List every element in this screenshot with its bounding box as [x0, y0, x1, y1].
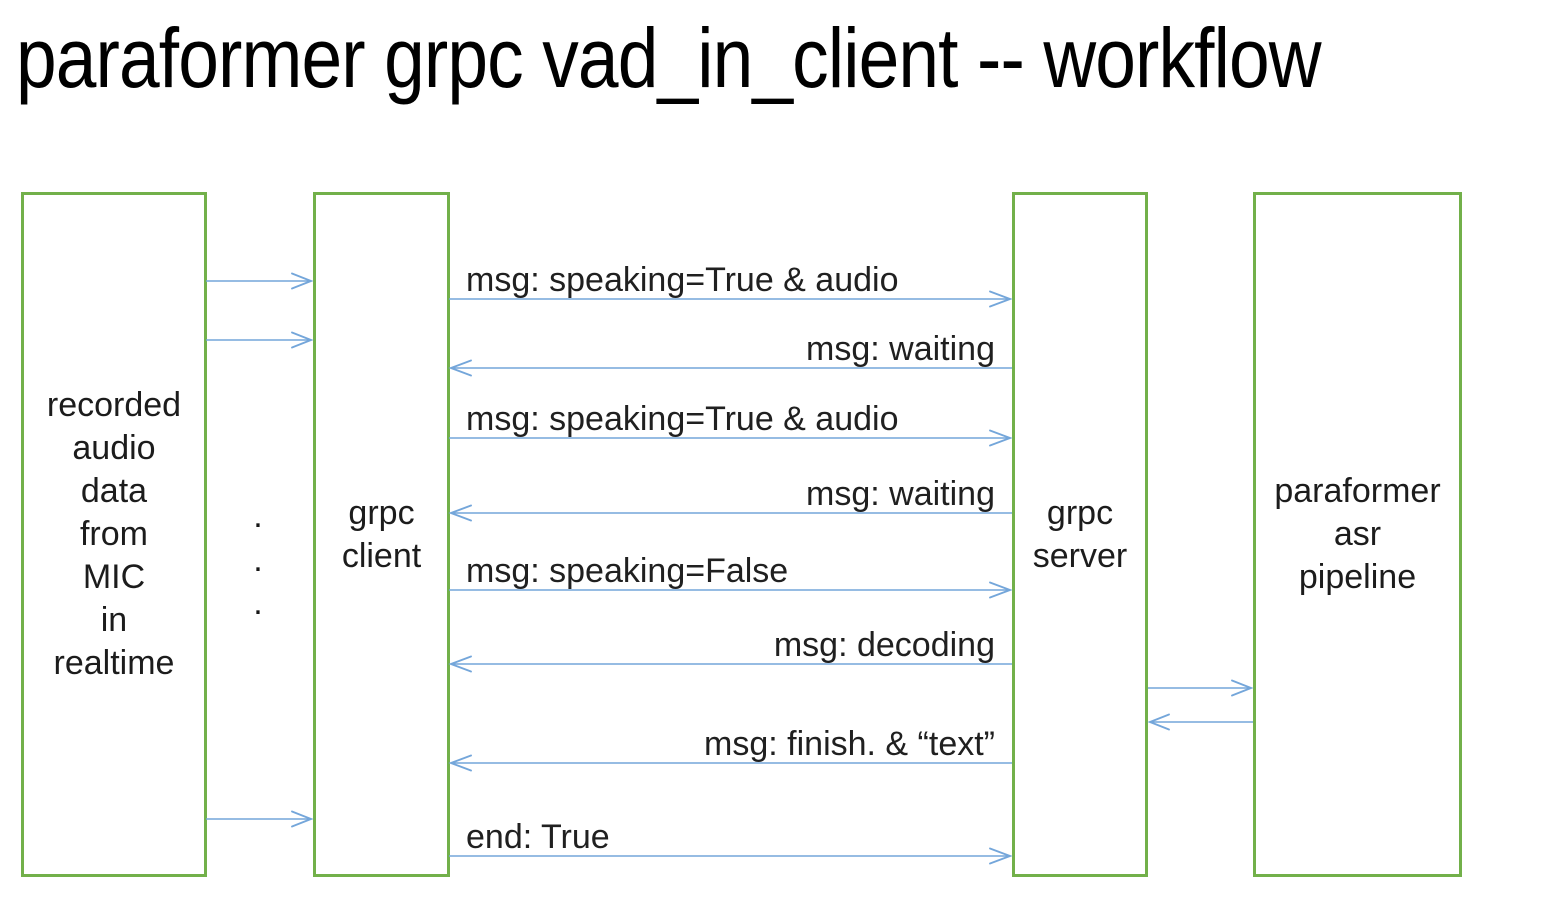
message-arrow-right-icon — [449, 290, 1013, 308]
message-arrow-right-icon — [449, 581, 1013, 599]
message-label: msg: waiting — [806, 475, 995, 513]
message-label: end: True — [466, 818, 610, 856]
asr-server-arrow-left-icon — [1147, 713, 1253, 731]
message-arrow-left-icon — [448, 754, 1012, 772]
message-arrow-right-icon — [449, 429, 1013, 447]
message-arrow-left-icon — [448, 504, 1012, 522]
box-grpc-client: grpc client — [313, 192, 450, 877]
mic-feed-arrow-1-right-icon — [206, 272, 314, 290]
mic-feed-arrow-3-right-icon — [206, 810, 314, 828]
box-recorded-audio: recorded audio data from MIC in realtime — [21, 192, 207, 877]
mic-feed-arrow-2-right-icon — [206, 331, 314, 349]
message-arrow-right-icon — [449, 847, 1013, 865]
message-label: msg: speaking=True & audio — [466, 261, 899, 299]
server-asr-arrow-right-icon — [1148, 679, 1254, 697]
box-grpc-server: grpc server — [1012, 192, 1148, 877]
box-paraformer-asr-pipeline: paraformer asr pipeline — [1253, 192, 1462, 877]
ellipsis-dots: . . . — [253, 497, 263, 622]
message-label: msg: speaking=True & audio — [466, 400, 899, 438]
message-label: msg: finish. & “text” — [704, 725, 995, 763]
message-label: msg: waiting — [806, 330, 995, 368]
message-arrow-left-icon — [448, 359, 1012, 377]
message-label: msg: decoding — [773, 626, 995, 664]
diagram-title: paraformer grpc vad_in_client -- workflo… — [16, 11, 1322, 105]
message-label: msg: speaking=False — [466, 552, 789, 590]
message-arrow-left-icon — [448, 655, 1012, 673]
